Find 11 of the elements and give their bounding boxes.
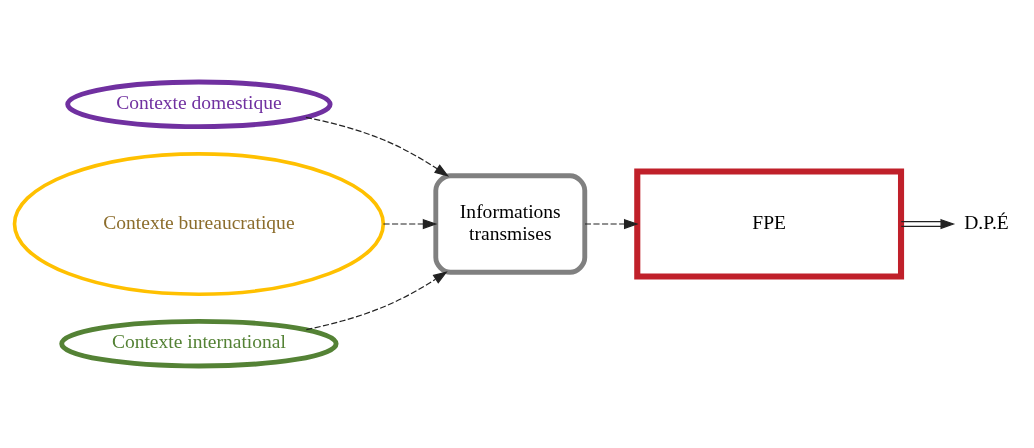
node-box: FPE [634, 168, 905, 280]
node-ellipse: Contexte international [59, 318, 339, 369]
node-ellipse: Contexte bureaucratique [12, 151, 386, 297]
arrow [900, 218, 956, 230]
arrow [305, 271, 448, 331]
arrow [305, 116, 450, 177]
node-text: D.P.É [964, 211, 1009, 233]
node-box: Informations transmises [433, 173, 588, 275]
arrow [382, 218, 438, 230]
node-ellipse: Contexte domestique [65, 79, 333, 130]
arrow [584, 218, 639, 230]
